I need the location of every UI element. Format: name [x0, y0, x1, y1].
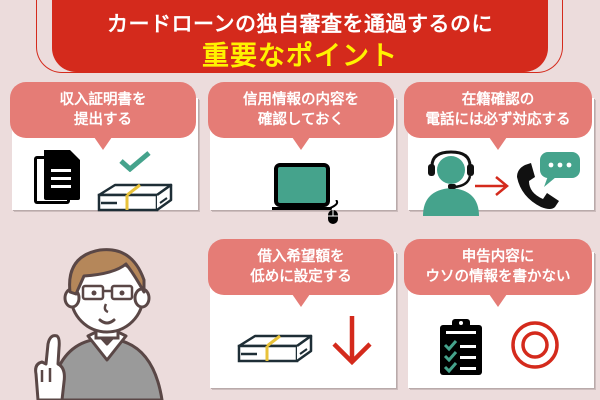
label-line: 信用情報の内容を	[243, 92, 359, 108]
arrow-right-icon	[475, 176, 509, 196]
label-line: 電話には必ず対応する	[425, 112, 571, 128]
header-banner: カードローンの独自審査を通過するのに 重要なポイント	[52, 0, 548, 72]
phone-icon	[517, 163, 559, 209]
person-pointing-illustration	[34, 248, 164, 400]
label-line: 在籍確認の	[461, 92, 535, 108]
label-line: 借入希望額を	[257, 249, 345, 265]
laptop-icon	[272, 163, 332, 210]
arrow-down-icon	[332, 316, 372, 366]
page-subtitle: 重要なポイント	[202, 41, 398, 72]
speech-bubble-icon	[540, 152, 580, 187]
point-label-income-proof: 収入証明書を 提出する	[10, 82, 196, 150]
money-bundle-icon	[237, 334, 313, 363]
label-line: 申告内容に	[461, 249, 535, 265]
label-line: 収入証明書を	[59, 92, 147, 108]
point-label-credit-info: 信用情報の内容を 確認しておく	[208, 82, 394, 150]
label-line: 低めに設定する	[250, 269, 352, 285]
money-bundle-icon	[97, 183, 173, 212]
checklist-clipboard-icon	[440, 319, 482, 375]
mouse-icon	[322, 200, 339, 224]
circle-ok-icon	[511, 321, 559, 369]
label-line: 提出する	[74, 112, 132, 128]
header-outline	[36, 0, 563, 73]
label-line: 確認しておく	[257, 112, 345, 128]
point-label-employment-call: 在籍確認の 電話には必ず対応する	[404, 82, 592, 150]
check-icon	[119, 151, 151, 172]
point-label-loan-amount: 借入希望額を 低めに設定する	[208, 239, 394, 307]
page-title: カードローンの独自審査を通過するのに	[107, 12, 493, 36]
operator-headset-icon	[423, 150, 479, 216]
label-line: ウソの情報を書かない	[425, 269, 571, 285]
point-label-no-false-info: 申告内容に ウソの情報を書かない	[404, 239, 592, 307]
document-icon	[34, 150, 80, 204]
